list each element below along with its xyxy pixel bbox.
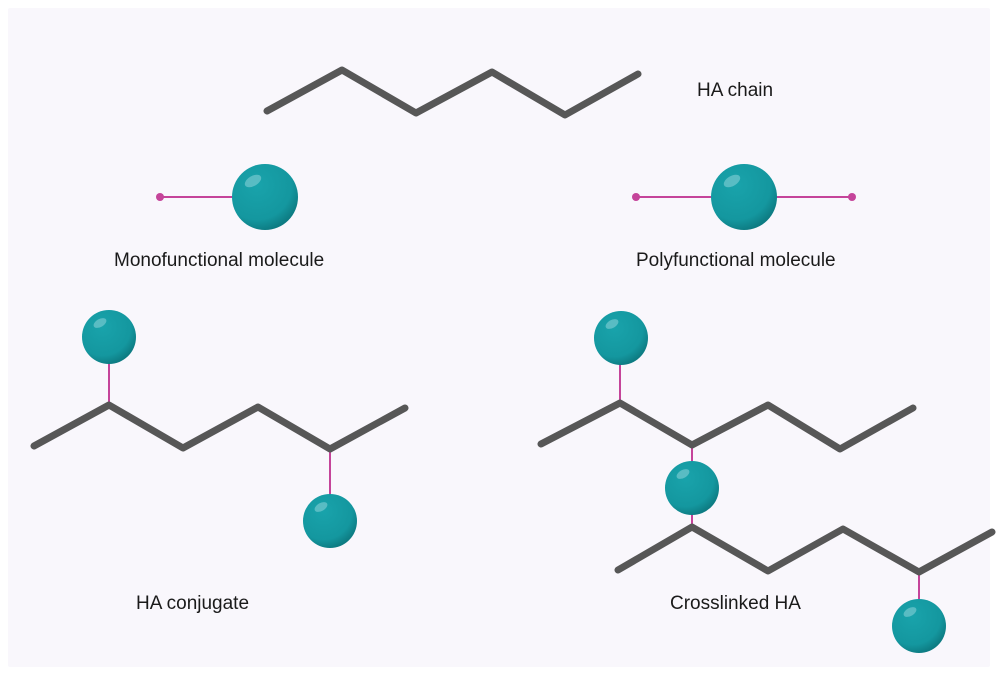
mono-linker-end [156,193,164,201]
ha-conjugate-label: HA conjugate [136,593,249,614]
ha-chain-label: HA chain [697,80,773,101]
poly-bead [711,164,777,230]
poly-linker-end-left [632,193,640,201]
polyfunctional-label: Polyfunctional molecule [636,250,836,271]
crosslink-bead-middle [665,461,719,515]
crosslink-chain-lower [614,523,996,576]
crosslinked-section: Crosslinked HA [537,311,996,653]
monofunctional-section: Monofunctional molecule [114,164,324,271]
crosslink-chain-upper [537,399,917,453]
conjugate-chain-backbone [30,401,409,453]
crosslink-bead-top [594,311,648,365]
polyfunctional-section: Polyfunctional molecule [632,164,856,271]
ha-chain-section: HA chain [263,66,773,119]
ha-conjugate-section: HA conjugate [30,310,409,614]
crosslinked-label: Crosslinked HA [670,593,801,614]
crosslink-bead-bottom [892,599,946,653]
monofunctional-label: Monofunctional molecule [114,250,324,271]
poly-linker-end-right [848,193,856,201]
conjugate-bead-top [82,310,136,364]
conjugate-bead-bottom [303,494,357,548]
mono-bead [232,164,298,230]
ha-chain-backbone [263,66,642,119]
diagram-background [8,8,990,667]
